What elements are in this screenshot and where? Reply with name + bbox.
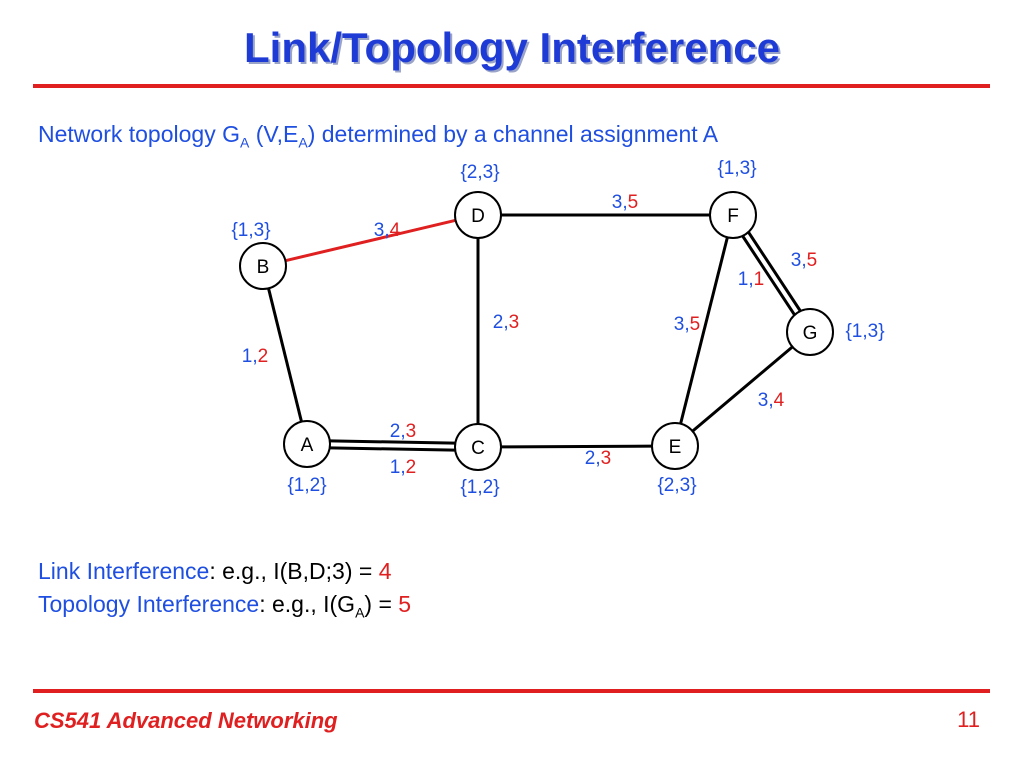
- title-divider: [33, 84, 990, 88]
- node-b-circle: [239, 242, 287, 290]
- edge-label-d-f: 3,5: [612, 192, 638, 213]
- node-c: C: [454, 423, 502, 471]
- edge-label-a-c-1: 2,3: [390, 421, 416, 442]
- edge-a-c-line-1: [329, 446, 455, 452]
- footer-divider: [33, 689, 990, 693]
- topology-interference-line: Topology Interference: e.g., I(GA) = 5: [38, 591, 411, 621]
- labels-layer: 3,4 1,2 3,5 2,3 2,3 1,2 2,3 3,5 3,5 1,1 3,4 {1,3} {2…: [231, 158, 884, 498]
- edge-f-g-line-1: [741, 235, 796, 316]
- edge-label-f-g-2: 1,1: [738, 269, 764, 290]
- subtitle-sub-1: A: [239, 134, 250, 151]
- node-g-label: G: [803, 323, 818, 344]
- node-c-label: C: [471, 438, 485, 459]
- edge-label-g-e: 3,4: [758, 390, 785, 411]
- link-interference-value: 4: [378, 558, 392, 584]
- node-e: E: [651, 422, 699, 470]
- node-d-circle: [454, 191, 502, 239]
- edge-a-c-line-2: [330, 439, 456, 445]
- node-d: D: [454, 191, 502, 239]
- subtitle-middle: (V,E: [249, 121, 299, 147]
- topology-interference-value: 5: [398, 591, 412, 617]
- node-a: A: [283, 420, 331, 468]
- subtitle-prefix: Network topology G: [38, 121, 240, 147]
- edge-c-e: [500, 444, 653, 449]
- node-g: G: [786, 308, 834, 356]
- edge-f-g-line-2: [747, 231, 802, 312]
- node-b: B: [239, 242, 287, 290]
- node-b-channel-set: {1,3}: [231, 220, 270, 241]
- topology-interference-sub: A: [355, 604, 365, 621]
- edge-label-b-a: 1,2: [242, 346, 268, 367]
- node-f: F: [709, 191, 757, 239]
- node-e-circle: [651, 422, 699, 470]
- node-b-label: B: [257, 257, 270, 278]
- node-a-label: A: [301, 435, 314, 456]
- edge-g-e: [691, 345, 794, 433]
- edge-label-a-c-2: 1,2: [390, 457, 416, 478]
- topology-interference-text-pre: : e.g., I(G: [259, 591, 356, 617]
- subtitle-sub-2: A: [298, 134, 308, 151]
- footer-course-name: CS541 Advanced Networking: [34, 708, 338, 733]
- page-number: 11: [957, 707, 980, 732]
- node-c-circle: [454, 423, 502, 471]
- link-interference-line: Link Interference: e.g., I(B,D;3) = 4: [38, 558, 392, 585]
- topology-interference-text-post: ) =: [364, 591, 399, 617]
- link-interference-term: Link Interference: [38, 558, 210, 584]
- edges-layer: [267, 213, 802, 452]
- node-a-circle: [283, 420, 331, 468]
- node-a-channel-set: {1,2}: [287, 475, 326, 496]
- edge-label-b-d: 3,4: [374, 220, 401, 241]
- slide-title: Link/Topology Interference: [244, 24, 780, 71]
- node-g-circle: [786, 308, 834, 356]
- node-f-circle: [709, 191, 757, 239]
- subtitle: Network topology GA (V,EA) determined by…: [38, 121, 718, 151]
- topology-interference-term: Topology Interference: [38, 591, 260, 617]
- edge-label-f-e: 3,5: [674, 314, 700, 335]
- subtitle-suffix: ) determined by a channel assignment A: [307, 121, 719, 147]
- node-e-channel-set: {2,3}: [657, 475, 696, 496]
- node-c-channel-set: {1,2}: [460, 477, 499, 498]
- node-d-label: D: [471, 206, 485, 227]
- edge-label-c-e: 2,3: [585, 448, 611, 469]
- edge-f-e: [679, 236, 729, 425]
- node-f-label: F: [727, 206, 739, 227]
- nodes-layer: B D F G A C E: [239, 191, 834, 471]
- node-e-label: E: [669, 437, 682, 458]
- node-d-channel-set: {2,3}: [460, 162, 499, 183]
- edge-label-d-c: 2,3: [493, 312, 519, 333]
- node-g-channel-set: {1,3}: [845, 321, 884, 342]
- edge-b-a: [267, 287, 303, 423]
- edge-label-f-g-1: 3,5: [791, 250, 817, 271]
- node-f-channel-set: {1,3}: [717, 158, 756, 179]
- edge-b-d: [285, 218, 456, 263]
- link-interference-text: : e.g., I(B,D;3) =: [209, 558, 379, 584]
